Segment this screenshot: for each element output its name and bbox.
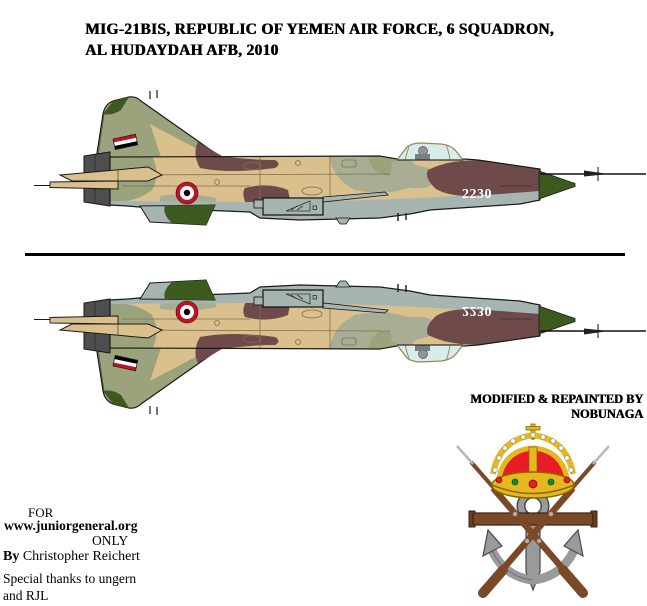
fold-divider-line <box>25 253 625 256</box>
only-label: ONLY <box>92 533 129 548</box>
author-name: Christopher Reichert <box>22 549 140 564</box>
anchor-icon <box>468 489 598 592</box>
thanks-line-2: and RJL <box>3 588 49 603</box>
title-line-2: AL HUDAYDAH AFB, 2010 <box>85 42 279 59</box>
crown-icon <box>490 423 576 499</box>
site-name: www.juniorgeneral.org <box>4 518 138 533</box>
author-line: By Christopher Reichert <box>3 549 140 565</box>
title-line-1: MIG-21BIS, REPUBLIC OF YEMEN AIR FORCE, … <box>85 21 554 38</box>
by-label: By <box>3 549 20 564</box>
crossed-rifles-icon <box>456 445 610 598</box>
for-label: FOR <box>28 505 54 520</box>
squadron-crest <box>455 422 620 606</box>
aircraft-profile-top <box>0 90 647 235</box>
repaint-credit: MODIFIED & REPAINTED BY NOBUNAGA <box>470 392 643 421</box>
crown-pearls <box>492 432 574 473</box>
page-title: MIG-21BIS, REPUBLIC OF YEMEN AIR FORCE, … <box>85 19 554 61</box>
thanks-line-1: Special thanks to ungern <box>3 571 137 586</box>
